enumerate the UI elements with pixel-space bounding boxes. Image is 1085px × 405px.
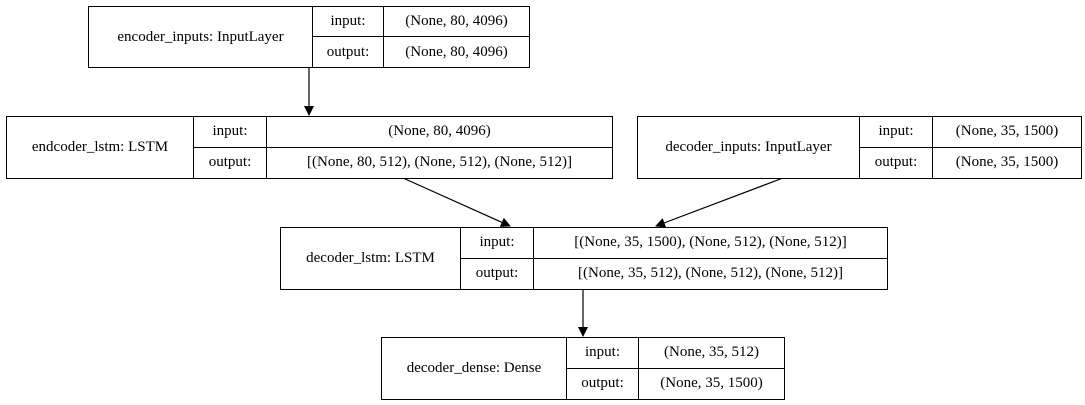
node-name: endcoder_lstm: LSTM	[7, 117, 194, 178]
node-encoder-inputs: encoder_inputs: InputLayer input: (None,…	[88, 6, 530, 68]
node-decoder-lstm: decoder_lstm: LSTM input: [(None, 35, 15…	[280, 227, 888, 290]
input-shape: (None, 35, 1500)	[933, 117, 1081, 148]
input-shape: (None, 80, 4096)	[267, 117, 612, 148]
node-name: decoder_lstm: LSTM	[281, 228, 461, 289]
output-label: output:	[860, 147, 933, 178]
node-encoder-lstm: endcoder_lstm: LSTM input: (None, 80, 40…	[6, 116, 613, 179]
node-name: encoder_inputs: InputLayer	[89, 7, 313, 67]
output-label: output:	[567, 368, 639, 399]
edge-decoder-inputs-to-decoder-lstm	[655, 177, 784, 228]
input-label: input:	[313, 7, 384, 37]
input-label: input:	[860, 117, 933, 148]
output-label: output:	[194, 147, 267, 178]
input-label: input:	[194, 117, 267, 148]
output-shape: [(None, 35, 512), (None, 512), (None, 51…	[578, 265, 843, 282]
output-shape: (None, 35, 1500)	[660, 375, 763, 392]
input-shape: (None, 80, 4096)	[384, 7, 529, 37]
node-name: decoder_inputs: InputLayer	[638, 117, 860, 178]
output-label: output:	[461, 258, 534, 289]
node-decoder-dense: decoder_dense: Dense input: (None, 35, 5…	[381, 337, 785, 400]
input-label: input:	[567, 338, 639, 369]
input-shape: (None, 35, 512)	[639, 338, 784, 369]
input-label: input:	[461, 228, 534, 259]
node-decoder-inputs: decoder_inputs: InputLayer input: (None,…	[637, 116, 1082, 179]
edge-encoder-lstm-to-decoder-lstm	[402, 177, 511, 227]
output-shape: (None, 35, 1500)	[955, 154, 1059, 171]
output-label: output:	[313, 37, 384, 67]
node-name: decoder_dense: Dense	[382, 338, 567, 399]
input-shape: [(None, 35, 1500), (None, 512), (None, 5…	[534, 228, 887, 259]
output-shape: (None, 80, 4096)	[405, 43, 508, 60]
output-shape: [(None, 80, 512), (None, 512), (None, 51…	[307, 154, 572, 171]
